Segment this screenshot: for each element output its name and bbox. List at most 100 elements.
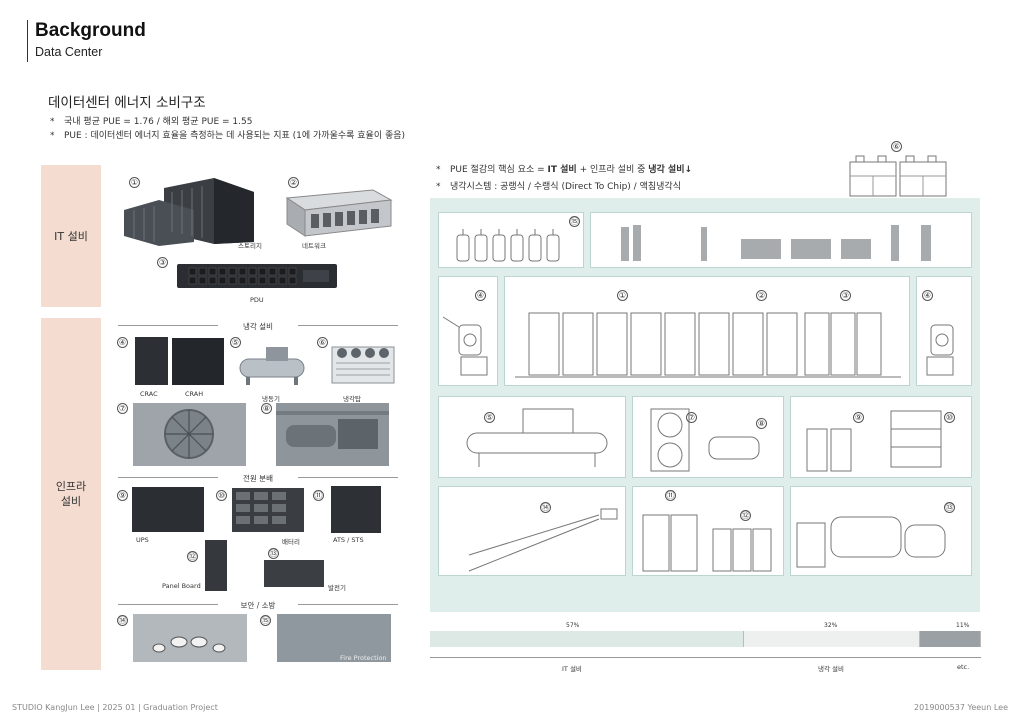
page-title: Background [35,20,146,41]
marker-10: ⑩ [944,412,955,423]
marker-3: ③ [157,257,168,268]
caption-panel: Panel Board [162,582,201,590]
marker-14: ⑭ [117,615,128,626]
caption-fire: Fire Protection [340,654,387,662]
divider-line [118,477,218,478]
marker-14: ⑭ [540,502,551,513]
pump-room-photo [276,403,389,466]
marker-9: ⑨ [853,412,864,423]
caption-network: 네트워크 [302,242,326,250]
rooftop-cooling-towers [849,155,947,197]
divider-line [298,325,398,326]
caption-storage: 스토리지 [238,242,262,250]
divider-cooling: 냉각 설비 [243,322,273,331]
ups-image [132,487,204,532]
marker-7: ⑦ [686,412,697,423]
marker-7: ⑦ [117,403,128,414]
divider-line [118,325,218,326]
divider-line [298,477,398,478]
crah-image [172,338,224,385]
divider-line [298,604,398,605]
marker-9: ⑨ [117,490,128,501]
bar-axis [430,657,981,658]
panel-board-image [205,540,227,591]
cooling-tower-image [331,346,395,384]
cctv-photo [133,614,247,662]
caption-pdu: PDU [250,296,264,304]
bullet-pue-definition: *PUE : 데이터센터 에너지 효율을 측정하는 데 사용되는 지표 (1에 … [50,131,406,141]
marker-11: ⑪ [313,490,324,501]
room-chiller [438,396,626,478]
footer-left: STUDIO KangJun Lee | 2025 01 | Graduatio… [12,703,218,712]
crac-image [135,337,168,385]
room-operations [590,212,972,268]
pdu-image [177,264,337,288]
label-it: IT 설비 [562,665,582,673]
chiller-image [239,347,305,385]
marker-15: ⑮ [260,615,271,626]
marker-4: ④ [922,290,933,301]
marker-4: ④ [117,337,128,348]
fire-protection-photo [277,614,391,662]
datacenter-diagram: ⑮ ④ ① ② ③ ④ ⑤ ⑦ ⑧ ⑨ ⑩ ⑭ [430,198,980,612]
marker-8: ⑧ [756,418,767,429]
marker-13: ⑬ [268,548,279,559]
marker-1: ① [129,177,140,188]
footer-right: 2019000537 Yeeun Lee [914,703,1008,712]
marker-2: ② [288,177,299,188]
marker-13: ⑬ [944,502,955,513]
caption-crah: CRAH [185,390,204,398]
room-crac-left [438,276,498,386]
label-etc: etc. [957,663,970,671]
page-subtitle: Data Center [35,45,103,59]
bar-segment [430,631,744,647]
marker-6: ⑥ [317,337,328,348]
bullet-cooling-types: *냉각시스템 : 공랭식 / 수랭식 (Direct To Chip) / 액침… [436,182,681,192]
room-ats-panel [632,486,784,576]
fan-wall-photo [133,403,246,466]
room-security [438,486,626,576]
divider-line [118,604,218,605]
it-equipment-label: IT 설비 [41,165,101,307]
battery-image [232,488,304,532]
marker-8: ⑧ [261,403,272,414]
generator-image [264,560,324,587]
pct-cooling: 32% [824,622,838,629]
room-generator [790,486,972,576]
label-cooling: 냉각 설비 [818,665,844,673]
caption-chiller: 냉동기 [262,395,280,403]
caption-generator: 발전기 [328,584,346,592]
divider-power: 전원 분배 [243,474,273,483]
marker-3: ③ [840,290,851,301]
marker-4: ④ [475,290,486,301]
caption-battery: 배터리 [282,538,300,546]
marker-11: ⑪ [665,490,676,501]
header-rule [27,20,28,62]
marker-5: ⑤ [484,412,495,423]
bar-segment [744,631,920,647]
marker-2: ② [756,290,767,301]
caption-ups: UPS [136,536,149,544]
marker-12: ⑫ [740,510,751,521]
bullet-pue-key: *PUE 절감의 핵심 요소 = IT 설비 + 인프라 설비 중 냉각 설비↓ [436,165,693,175]
marker-5: ⑤ [230,337,241,348]
marker-1: ① [617,290,628,301]
ats-sts-image [331,486,381,533]
caption-crac: CRAC [140,390,158,398]
marker-15: ⑮ [569,216,580,227]
network-device-image [285,189,393,237]
bullet-pue-average: *국내 평균 PUE = 1.76 / 해외 평균 PUE = 1.55 [50,117,253,127]
caption-tower: 냉각탑 [343,395,361,403]
storage-servers-image [124,178,254,246]
caption-ats: ATS / STS [333,536,364,544]
bar-segment [920,631,981,647]
pct-it: 57% [566,622,580,629]
marker-6: ⑥ [891,141,902,152]
section-title: 데이터센터 에너지 소비구조 [48,95,206,111]
marker-12: ⑫ [187,551,198,562]
divider-security: 보안 / 소방 [240,601,276,610]
marker-10: ⑩ [216,490,227,501]
room-fan-pump [632,396,784,478]
room-ups-battery [790,396,972,478]
room-fire-extinguishers [438,212,584,268]
